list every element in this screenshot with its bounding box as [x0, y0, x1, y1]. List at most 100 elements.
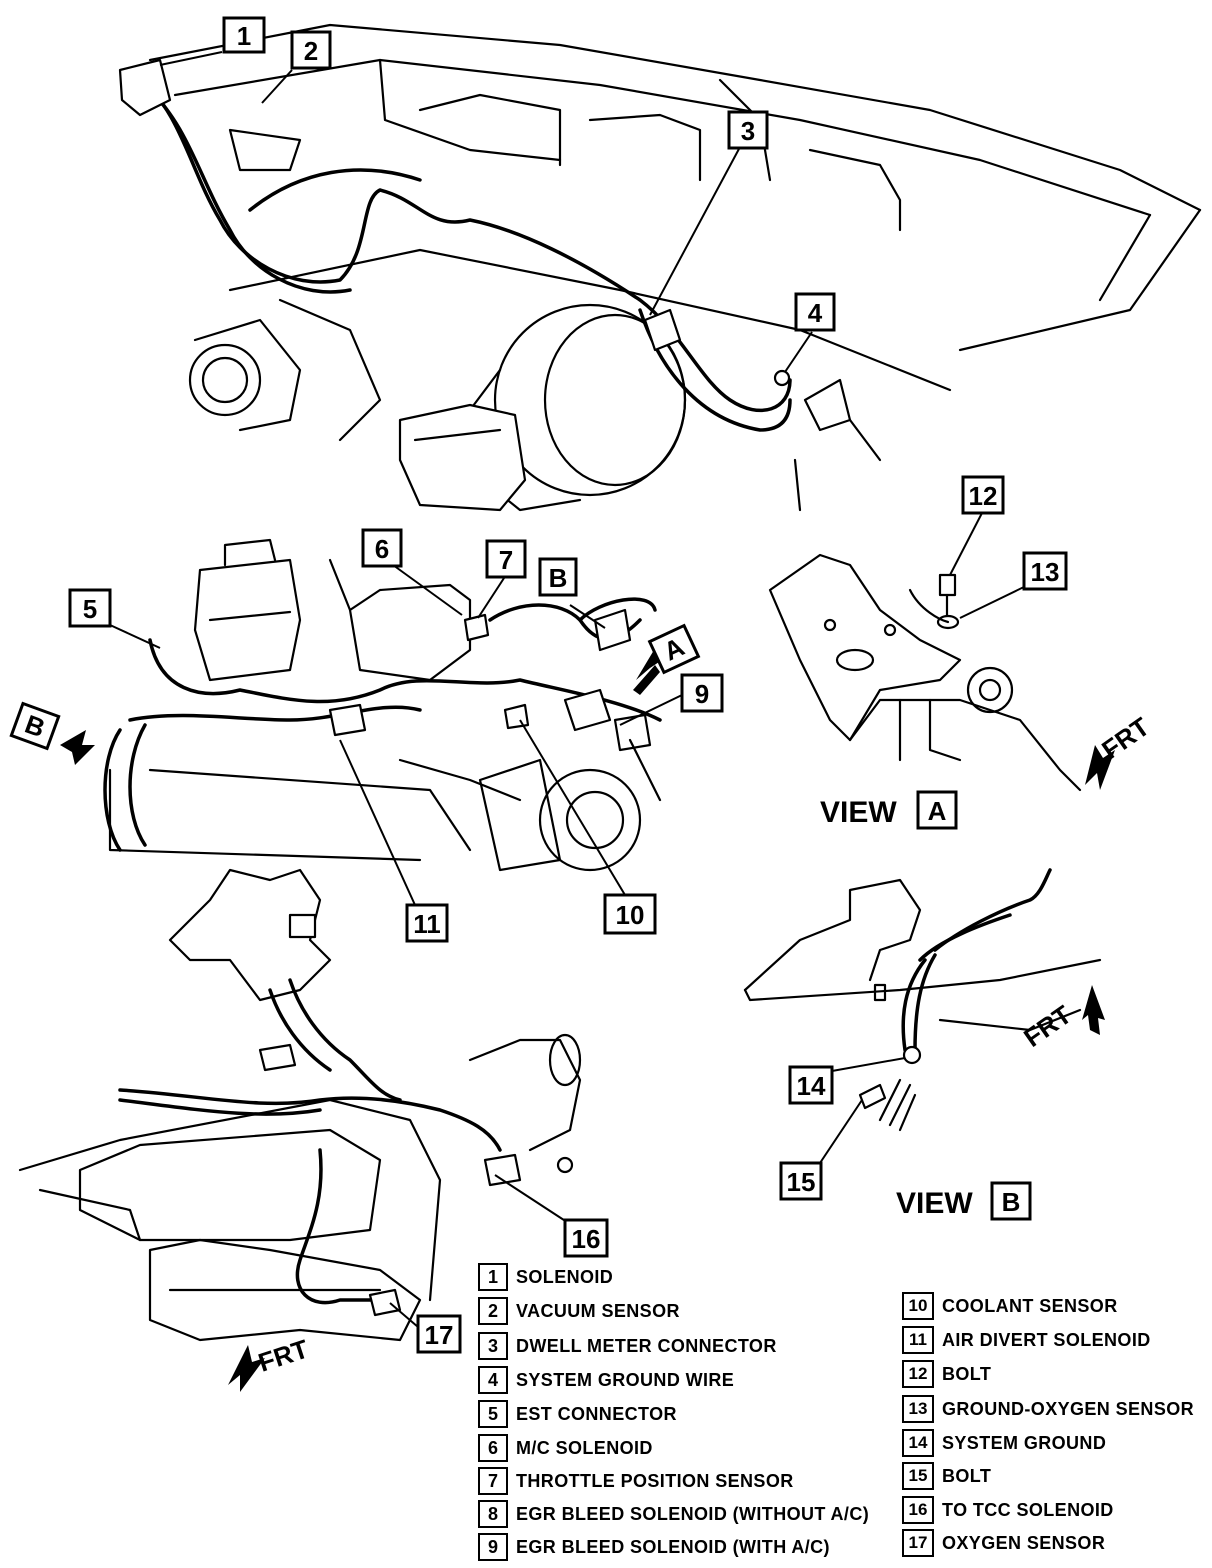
front-arrow-icon — [1085, 745, 1115, 790]
callout-14: 14 — [790, 1067, 832, 1103]
legend-item: 5 EST CONNECTOR — [478, 1399, 677, 1429]
callout-13-label: 13 — [1031, 557, 1060, 587]
arrow-icon — [633, 665, 660, 695]
legend-label: SOLENOID — [516, 1266, 614, 1287]
view-a-word: VIEW — [820, 796, 897, 829]
legend-label: OXYGEN SENSOR — [942, 1532, 1106, 1553]
callout-2: 2 — [292, 32, 330, 68]
legend-number: 4 — [478, 1366, 508, 1394]
callout-4-label: 4 — [808, 298, 823, 328]
view-a-label: VIEW A — [820, 792, 956, 829]
legend-number: 6 — [478, 1434, 508, 1462]
callout-1: 1 — [224, 18, 264, 52]
callout-17: 17 — [418, 1316, 460, 1352]
callout-13: 13 — [1024, 553, 1066, 589]
legend-item: 11 AIR DIVERT SOLENOID — [902, 1325, 1151, 1355]
legend-item: 16 TO TCC SOLENOID — [902, 1495, 1114, 1525]
callout-10-label: 10 — [616, 900, 645, 930]
legend-number: 16 — [902, 1496, 934, 1524]
legend-item: 4 SYSTEM GROUND WIRE — [478, 1365, 734, 1395]
frt-label-b: FRT — [1018, 999, 1077, 1053]
view-b-letter: B — [1002, 1187, 1021, 1217]
callout-5: 5 — [70, 590, 110, 626]
callout-16: 16 — [565, 1220, 607, 1256]
legend-number: 1 — [478, 1263, 508, 1291]
legend-item: 9 EGR BLEED SOLENOID (WITH A/C) — [478, 1532, 830, 1562]
callout-8: B — [540, 559, 576, 595]
legend-label: BOLT — [942, 1465, 992, 1486]
callout-5-label: 5 — [83, 594, 97, 624]
view-b-marker: B — [11, 704, 95, 765]
legend-item: 13 GROUND-OXYGEN SENSOR — [902, 1394, 1194, 1424]
legend-number: 9 — [478, 1533, 508, 1561]
callout-6: 6 — [363, 530, 401, 566]
legend-number: 2 — [478, 1297, 508, 1325]
legend-label: DWELL METER CONNECTOR — [516, 1335, 777, 1356]
legend-number: 3 — [478, 1332, 508, 1360]
legend-number: 10 — [902, 1292, 934, 1320]
front-arrow-icon — [1082, 985, 1105, 1035]
legend-label: GROUND-OXYGEN SENSOR — [942, 1398, 1195, 1419]
bottom-illustration — [20, 870, 580, 1340]
legend-number: 7 — [478, 1467, 508, 1495]
legend-label: EGR BLEED SOLENOID (WITHOUT A/C) — [516, 1503, 870, 1524]
callout-7: 7 — [487, 541, 525, 577]
view-b-word: VIEW — [896, 1187, 973, 1220]
legend: 1 SOLENOID 2 VACUUM SENSOR 3 DWELL METER… — [478, 1262, 1208, 1562]
callout-15-label: 15 — [787, 1167, 816, 1197]
arrow-icon — [60, 730, 95, 765]
callout-12-label: 12 — [969, 481, 998, 511]
front-arrow-icon — [228, 1345, 265, 1392]
legend-number: 11 — [902, 1326, 934, 1354]
legend-number: 15 — [902, 1462, 934, 1490]
frt-arrow-view-a: FRT — [1085, 711, 1155, 790]
legend-number: 14 — [902, 1429, 934, 1457]
legend-item: 14 SYSTEM GROUND — [902, 1428, 1106, 1458]
legend-item: 12 BOLT — [902, 1359, 991, 1389]
view-a-illustration — [770, 555, 1080, 790]
legend-label: EST CONNECTOR — [516, 1403, 677, 1424]
top-illustration — [120, 25, 1200, 510]
callout-2-label: 2 — [304, 36, 318, 66]
callout-16-label: 16 — [572, 1224, 601, 1254]
legend-item: 2 VACUUM SENSOR — [478, 1296, 680, 1326]
callout-3: 3 — [729, 112, 767, 148]
legend-label: SYSTEM GROUND — [942, 1432, 1107, 1453]
legend-number: 13 — [902, 1395, 934, 1423]
legend-item: 3 DWELL METER CONNECTOR — [478, 1331, 777, 1361]
view-a-letter: A — [928, 796, 947, 826]
view-a-marker: A — [633, 626, 698, 695]
legend-number: 12 — [902, 1360, 934, 1388]
legend-item: 10 COOLANT SENSOR — [902, 1291, 1118, 1321]
callout-9-label: 9 — [695, 679, 709, 709]
callout-15: 15 — [781, 1163, 821, 1199]
callout-12: 12 — [963, 477, 1003, 513]
callout-3-label: 3 — [741, 116, 755, 146]
legend-item: 15 BOLT — [902, 1461, 991, 1491]
callout-7-label: 7 — [499, 545, 513, 575]
callout-6-label: 6 — [375, 534, 389, 564]
callout-11-label: 11 — [413, 909, 441, 939]
legend-label: AIR DIVERT SOLENOID — [942, 1329, 1151, 1350]
callout-8-label: B — [549, 563, 568, 593]
legend-item: 1 SOLENOID — [478, 1262, 613, 1292]
legend-label: TO TCC SOLENOID — [942, 1499, 1114, 1520]
legend-item: 8 EGR BLEED SOLENOID (WITHOUT A/C) — [478, 1499, 869, 1529]
legend-item: 17 OXYGEN SENSOR — [902, 1528, 1105, 1558]
legend-item: 7 THROTTLE POSITION SENSOR — [478, 1466, 794, 1496]
frt-arrow-bottom: FRT — [228, 1334, 312, 1392]
view-b-illustration — [745, 870, 1100, 1130]
legend-number: 8 — [478, 1500, 508, 1528]
legend-number: 17 — [902, 1529, 934, 1557]
legend-label: M/C SOLENOID — [516, 1437, 653, 1458]
callout-17-label: 17 — [425, 1320, 454, 1350]
legend-label: EGR BLEED SOLENOID (WITH A/C) — [516, 1536, 830, 1557]
callout-10: 10 — [605, 895, 655, 933]
callout-9: 9 — [682, 675, 722, 711]
view-b-label: VIEW B — [896, 1183, 1030, 1220]
callout-1-label: 1 — [237, 21, 251, 51]
frt-label-bottom: FRT — [255, 1334, 312, 1378]
legend-label: COOLANT SENSOR — [942, 1295, 1118, 1316]
leader-lines — [110, 52, 1028, 1327]
